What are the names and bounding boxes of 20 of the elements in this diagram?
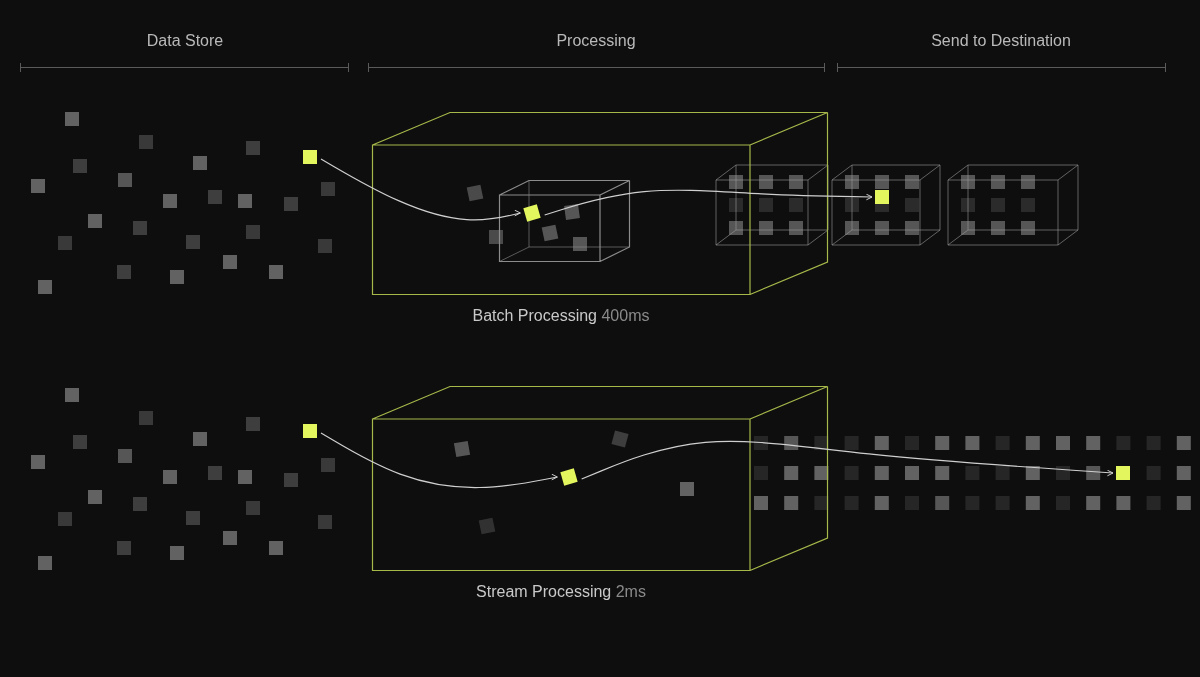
caption-text: Batch Processing bbox=[472, 307, 597, 324]
data-square bbox=[1116, 466, 1130, 480]
arrow bbox=[581, 440, 1114, 480]
caption-text: Stream Processing bbox=[476, 583, 612, 600]
arrow bbox=[320, 432, 558, 489]
duration-text: 2ms bbox=[614, 583, 646, 600]
duration-text: 400ms bbox=[600, 307, 650, 324]
data-square bbox=[875, 190, 889, 204]
column-heading: Send to Destination bbox=[931, 32, 1071, 50]
data-square bbox=[303, 424, 317, 438]
processing-container bbox=[372, 386, 828, 571]
arrow bbox=[544, 189, 873, 216]
data-square bbox=[560, 468, 578, 486]
data-square bbox=[523, 204, 541, 222]
column-heading: Data Store bbox=[146, 32, 224, 50]
arrow bbox=[320, 158, 521, 221]
batch-cube bbox=[499, 180, 630, 262]
processing-container bbox=[372, 112, 828, 295]
column-heading: Processing bbox=[556, 32, 636, 50]
data-square bbox=[303, 150, 317, 164]
